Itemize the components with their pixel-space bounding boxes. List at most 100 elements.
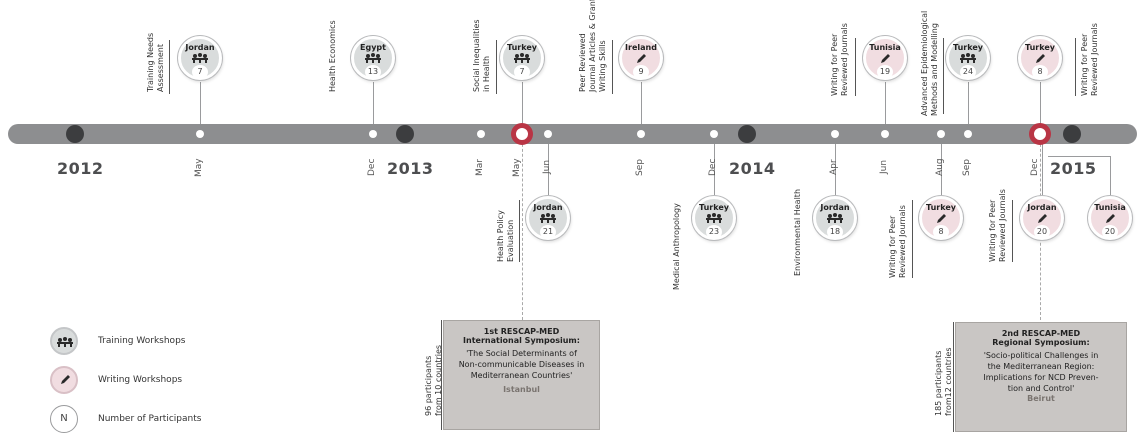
month-dot-jun-2013 <box>544 130 552 138</box>
timeline-bar <box>8 124 1137 144</box>
pen-icon <box>61 375 70 384</box>
topic-line: Writing for Peer <box>988 199 997 262</box>
topic-line: Reviewed Journals <box>998 189 1007 262</box>
topic-line: Social Inequalities <box>472 19 481 92</box>
desc-line: 'Socio-political Challenges in <box>983 351 1099 360</box>
connector-turkey-2014-aug <box>941 134 942 196</box>
topic-line: Writing for Peer <box>1080 33 1089 96</box>
year-label-2015: 2015 <box>1050 159 1097 178</box>
event-turkey-2013-may: Turkey 7 <box>500 36 544 80</box>
pen-icon <box>635 53 647 65</box>
topic-jordan-2013-jun: Health Policy Evaluation <box>496 210 516 262</box>
participant-count: 19 <box>877 65 893 79</box>
connector-tunisia-2014-jun <box>885 82 886 132</box>
symposium2-city: Beirut <box>1027 394 1055 403</box>
legend-training-label: Training Workshops <box>98 336 186 346</box>
topic-line: Reviewed Journals <box>898 205 907 278</box>
topic-line: Writing for Peer <box>830 33 839 96</box>
topic-line: Health Policy <box>496 210 505 262</box>
symposium1-subtitle: International Symposium: <box>463 336 580 345</box>
desc-line: Non-communicable Diseases in <box>458 360 585 369</box>
month-dot-apr-2014 <box>831 130 839 138</box>
month-dot-dec-2013 <box>710 130 718 138</box>
topic-tunisia-2014-jun: Writing for Peer Reviewed Journals <box>830 23 850 96</box>
symposium1-description: 'The Social Determinants of Non-communic… <box>444 348 599 381</box>
topic-line: Writing Skills <box>598 40 607 92</box>
month-label-jun-2013: Jun <box>542 159 552 174</box>
month-dot-jun-2014 <box>881 130 889 138</box>
month-label-jun-2014: Jun <box>879 159 889 174</box>
topic-bar-turkey-2014-dec <box>1075 38 1076 96</box>
participant-count: 13 <box>365 65 381 79</box>
legend-training-symbol <box>50 327 78 355</box>
topic-jordan-2012: Training Needs Assessment <box>146 33 166 92</box>
month-label-mar-2013: Mar <box>475 159 485 176</box>
event-country: Turkey <box>699 203 729 212</box>
people-icon <box>959 53 977 63</box>
participants-line: 96 participants <box>424 355 433 416</box>
connector-tunisia-2015-v <box>1110 156 1111 196</box>
legend-training: Training Workshops <box>50 326 185 356</box>
month-label-sep-2014: Sep <box>962 159 972 176</box>
participant-count: 20 <box>1102 225 1118 239</box>
event-turkey-2014-dec: Turkey 8 <box>1018 36 1062 80</box>
month-label-may-2013: May <box>512 158 522 177</box>
event-jordan-2012: Jordan 7 <box>178 36 222 80</box>
desc-line: 'The Social Determinants of <box>466 349 577 358</box>
symposium2-subtitle: Regional Symposium: <box>992 338 1090 347</box>
event-jordan-2014-dec: Jordan 20 <box>1020 196 1064 240</box>
month-label-sep-2013: Sep <box>635 159 645 176</box>
topic-turkey-2014-aug: Writing for Peer Reviewed Journals <box>888 205 908 278</box>
topic-turkey-2013-may: Social Inequalities in Health <box>472 19 492 92</box>
topic-line: Methods and Modelling <box>930 23 939 116</box>
symposium1-box: 1st RESCAP-MED International Symposium: … <box>443 320 600 430</box>
desc-line: the Mediterranean Region: <box>987 362 1095 371</box>
event-country: Jordan <box>185 43 215 52</box>
month-dot-aug-2014 <box>937 130 945 138</box>
participant-count: 8 <box>1032 65 1048 79</box>
connector-jordan-2014-apr <box>835 134 836 196</box>
participant-count: 7 <box>514 65 530 79</box>
symposium2-title: 2nd RESCAP-MED <box>1001 329 1081 338</box>
participant-count: 21 <box>540 225 556 239</box>
symposium1-marker <box>511 123 533 145</box>
participant-count: 18 <box>827 225 843 239</box>
topic-bar-jordan-2014-dec <box>1012 200 1013 262</box>
event-turkey-2014-sep: Turkey 24 <box>946 36 990 80</box>
people-icon <box>364 53 382 63</box>
participant-count: 9 <box>633 65 649 79</box>
topic-turkey-2013-dec: Medical Anthropology <box>672 203 682 290</box>
connector-turkey-2014-dec <box>1040 82 1041 132</box>
topic-line: Reviewed Journals <box>1090 23 1099 96</box>
legend-number: N Number of Participants <box>50 404 201 434</box>
topic-bar-tunisia-2014-jun <box>855 38 856 96</box>
month-label-may-2012: May <box>194 158 204 177</box>
participant-count: 7 <box>192 65 208 79</box>
topic-bar-turkey-2014-sep <box>943 38 944 114</box>
symposium1-connector <box>522 134 523 320</box>
month-dot-may-2012 <box>196 130 204 138</box>
event-country: Tunisia <box>1094 203 1126 212</box>
topic-bar-jordan-2013-jun <box>519 200 520 262</box>
connector-egypt-2012 <box>373 82 374 132</box>
topic-bar-jordan-2012 <box>169 40 170 94</box>
symposium2-participants: 185 participants from12 countries <box>934 347 954 416</box>
month-label-dec-2012: Dec <box>367 158 377 176</box>
symposium1-bracket <box>441 320 442 430</box>
topic-line: Medical Anthropology <box>672 203 681 290</box>
connector-ireland-2013 <box>641 82 642 132</box>
event-jordan-2014-apr: Jordan 18 <box>813 196 857 240</box>
month-dot-sep-2013 <box>637 130 645 138</box>
event-ireland-2013: Ireland 9 <box>619 36 663 80</box>
pen-icon <box>1104 213 1116 225</box>
event-country: Ireland <box>625 43 657 52</box>
topic-jordan-2014-dec: Writing for Peer Reviewed Journals <box>988 189 1008 262</box>
topic-line: Environmental Health <box>793 188 802 276</box>
connector-jordan-2014-dec <box>1042 134 1043 196</box>
people-icon <box>513 53 531 63</box>
event-country: Egypt <box>360 43 386 52</box>
pen-icon <box>935 213 947 225</box>
topic-line: Journal Articles & Grant <box>588 0 597 92</box>
topic-line: Assessment <box>156 44 165 92</box>
year-label-2012: 2012 <box>57 159 104 178</box>
